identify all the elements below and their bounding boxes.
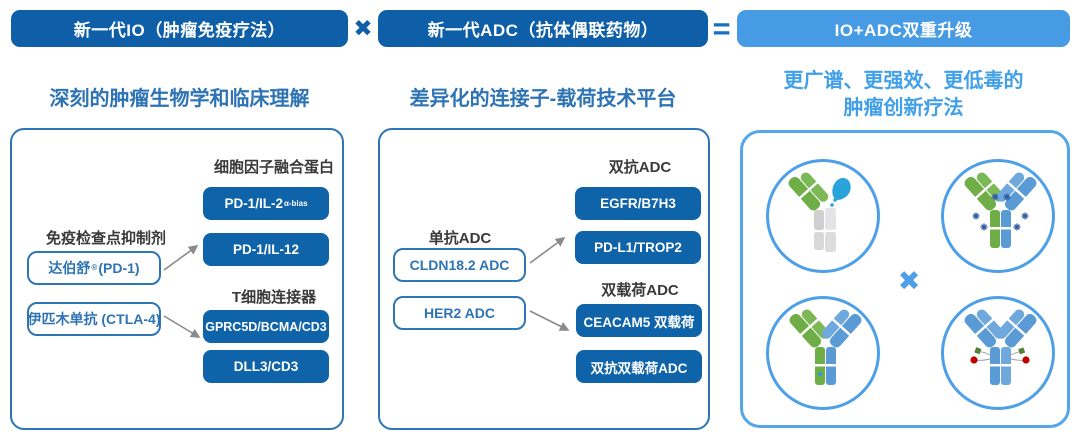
circle-io-fusion: [766, 159, 880, 273]
adc-column-title: 差异化的连接子-载荷技术平台: [409, 88, 677, 110]
node-pdl1-trop2: PD-L1/TROP2: [575, 231, 701, 264]
arrow-her2-to-dualpayload: [529, 310, 570, 331]
label-dual-payload-adc: 双载荷ADC: [601, 282, 679, 299]
node-ceacam5-dual-payload: CEACAM5 双载荷: [576, 304, 702, 337]
antibody-io-fusion-icon: [788, 172, 851, 252]
node-pd1-il12: PD-1/IL-12: [203, 233, 329, 266]
banner-io-adc-upgrade-label: IO+ADC双重升级: [834, 21, 973, 40]
node-bispecific-dual-payload-adc-label: 双抗双载荷ADC: [590, 360, 688, 376]
adc-panel: 双抗ADC EGFR/B7H3 PD-L1/TROP2 单抗ADC CLDN18…: [378, 128, 710, 430]
label-cytokine-fusion-protein: 细胞因子融合蛋白: [213, 159, 334, 176]
multiply-icon: ✖: [353, 15, 373, 41]
antibody-bispecific-adc-icon: [964, 172, 1037, 248]
arrow-ipilimumab-to-tcell: [163, 315, 201, 338]
box-cldn182-adc-label: CLDN18.2 ADC: [409, 257, 510, 273]
box-her2-adc-label: HER2 ADC: [423, 305, 496, 321]
result-column-title: 更广谱、更强效、更低毒的 肿瘤创新疗法: [737, 68, 1070, 122]
result-title-line1: 更广谱、更强效、更低毒的: [783, 70, 1024, 92]
box-dabershu-pd1: 达伯舒®(PD-1): [27, 251, 161, 285]
banner-io-adc-upgrade: IO+ADC双重升级: [737, 10, 1070, 47]
antibody-dual-payload-icon: [964, 309, 1037, 385]
node-pd1-il12-label: PD-1/IL-12: [232, 242, 300, 257]
multiply-icon-result: ✖: [897, 265, 921, 296]
label-immune-checkpoint-inhibitor: 免疫检查点抑制剂: [45, 230, 166, 247]
node-pd1-il2-label: PD-1/IL-2: [224, 196, 283, 211]
io-column-title: 深刻的肿瘤生物学和临床理解: [49, 88, 310, 110]
antibody-bispecific-icon: [789, 309, 862, 385]
node-dll3-cd3: DLL3/CD3: [203, 350, 329, 383]
node-dll3-cd3-label: DLL3/CD3: [233, 359, 299, 374]
result-title-line2: 肿瘤创新疗法: [843, 97, 964, 119]
box-ipilimumab-label: 伊匹木单抗 (CTLA-4): [27, 311, 161, 327]
banner-new-gen-io-label: 新一代IO（肿瘤免疫疗法）: [73, 21, 286, 40]
box-cldn182-adc: CLDN18.2 ADC: [393, 248, 526, 282]
node-pd1-il2-superscript: α-bias: [283, 198, 308, 208]
box-dabershu-target: (PD-1): [98, 260, 140, 276]
node-egfr-b7h3: EGFR/B7H3: [575, 187, 701, 220]
label-tcell-engager: T细胞连接器: [231, 289, 317, 306]
arrow-dabershu-to-fusion: [163, 245, 199, 271]
arrow-cldn-to-bispecific: [529, 237, 566, 264]
node-bispecific-dual-payload-adc: 双抗双载荷ADC: [576, 350, 702, 383]
node-pdl1-trop2-label: PD-L1/TROP2: [594, 240, 682, 255]
circle-bispecific-adc: [941, 159, 1055, 273]
box-ipilimumab-ctla4: 伊匹木单抗 (CTLA-4): [27, 302, 161, 336]
box-dabershu-name: 达伯舒: [48, 260, 91, 276]
box-dabershu-registered-mark: ®: [91, 263, 98, 272]
circle-dual-payload-adc: [941, 296, 1055, 410]
banner-new-gen-io: 新一代IO（肿瘤免疫疗法）: [11, 10, 348, 47]
result-panel: ✖: [740, 130, 1070, 428]
banner-new-gen-adc: 新一代ADC（抗体偶联药物）: [378, 10, 708, 47]
banner-new-gen-adc-label: 新一代ADC（抗体偶联药物）: [427, 21, 659, 40]
circle-bispecific-antibody: [766, 296, 880, 410]
box-her2-adc: HER2 ADC: [393, 296, 526, 330]
node-gprc5d-bcma-cd3: GPRC5D/BCMA/CD3: [203, 310, 329, 343]
node-ceacam5-dual-payload-label: CEACAM5 双载荷: [583, 314, 695, 330]
label-mono-adc: 单抗ADC: [428, 230, 492, 247]
node-egfr-b7h3-label: EGFR/B7H3: [600, 196, 676, 211]
equals-icon: =: [712, 11, 731, 45]
node-gprc5d-bcma-cd3-label: GPRC5D/BCMA/CD3: [205, 319, 327, 334]
label-bispecific-adc: 双抗ADC: [608, 159, 672, 176]
